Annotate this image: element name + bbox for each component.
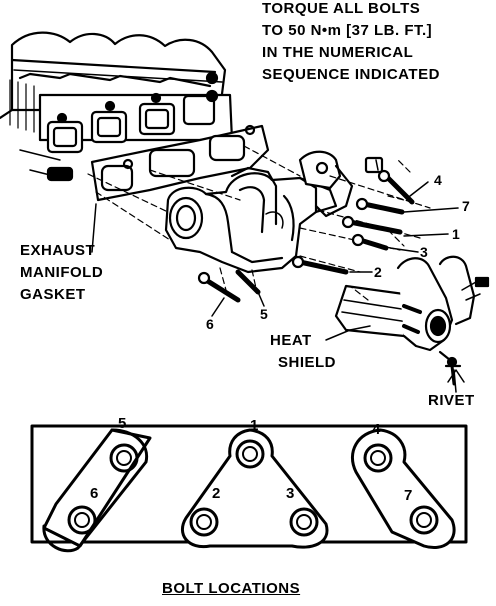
callout-7: 7	[462, 198, 470, 214]
bolt-location-6: 6	[90, 485, 99, 502]
bolt-location-1: 1	[250, 417, 259, 434]
exhaust-manifold-gasket	[90, 124, 270, 202]
mounting-bracket	[298, 150, 384, 218]
bolt-locations-drawing	[30, 424, 468, 553]
bolt-head-1	[235, 439, 265, 469]
callout-5: 5	[260, 306, 268, 322]
gasket-label-line-1: EXHAUST	[20, 242, 96, 259]
rivet-label: RIVET	[428, 392, 475, 409]
leader-lines	[91, 181, 465, 393]
callout-6: 6	[206, 316, 214, 332]
bolt-location-3: 3	[286, 485, 295, 502]
bolt-head-2	[189, 507, 219, 537]
cylinder-head	[0, 31, 234, 182]
exploded-bolts	[197, 169, 462, 386]
bolt-location-7: 7	[404, 487, 413, 504]
heat-shield-label-line-2: SHIELD	[278, 354, 337, 371]
instruction-line-1: TORQUE ALL BOLTS	[262, 0, 421, 17]
bolt-locations-caption: BOLT LOCATIONS	[162, 580, 301, 597]
bolt-location-5: 5	[118, 415, 127, 432]
bolt-head-4	[363, 443, 393, 473]
callout-3: 3	[420, 244, 428, 260]
heat-shield-label-line-1: HEAT	[270, 332, 312, 349]
bolt-head-6	[67, 505, 97, 535]
instruction-line-4: SEQUENCE INDICATED	[262, 66, 440, 83]
callout-4: 4	[434, 172, 442, 188]
bolt-location-4: 4	[372, 421, 381, 438]
gasket-label-line-2: MANIFOLD	[20, 264, 104, 281]
callout-1: 1	[452, 226, 460, 242]
heat-shield-part	[334, 255, 490, 368]
instruction-line-2: TO 50 N•m [37 LB. FT.]	[262, 22, 433, 39]
bolt-head-5	[109, 443, 139, 473]
gasket-label-line-3: GASKET	[20, 286, 86, 303]
bolt-head-7	[409, 505, 439, 535]
bolt-location-2: 2	[212, 485, 221, 502]
callout-2: 2	[374, 264, 382, 280]
exhaust-manifold	[164, 166, 338, 274]
instruction-line-3: IN THE NUMERICAL	[262, 44, 414, 61]
bolt-head-3	[289, 507, 319, 537]
